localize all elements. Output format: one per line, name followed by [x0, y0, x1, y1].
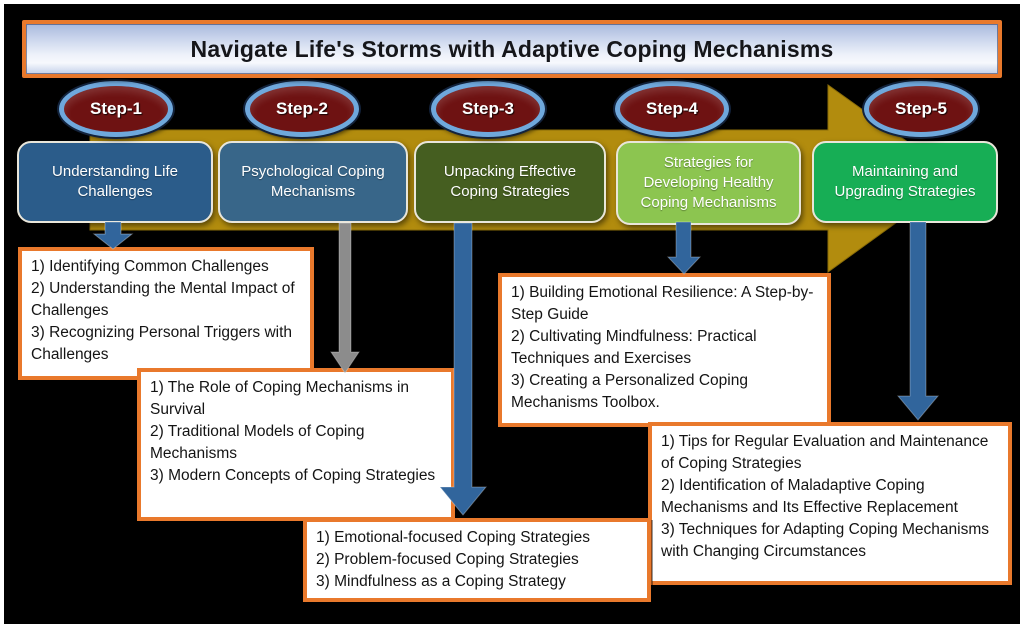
detail-line: 2) Problem-focused Coping Strategies — [316, 551, 579, 568]
detail-line: 1) The Role of Coping Mechanisms in Surv… — [150, 379, 410, 418]
step-box-3: Unpacking Effective Coping Strategies — [414, 141, 606, 223]
title-banner: Navigate Life's Storms with Adaptive Cop… — [22, 20, 1002, 78]
step-box-label: Unpacking Effective Coping Strategies — [443, 163, 577, 200]
detail-line: 2) Understanding the Mental Impact of Ch… — [31, 280, 295, 319]
step-badge-2: Step-2 — [245, 81, 359, 137]
step-box-label: Strategies for Developing Healthy Coping… — [640, 154, 777, 211]
detail-box-1: 1) Identifying Common Challenges 2) Unde… — [18, 247, 314, 380]
detail-line: 1) Tips for Regular Evaluation and Maint… — [661, 433, 989, 472]
detail-line: 3) Recognizing Personal Triggers with Ch… — [31, 324, 293, 363]
step-box-5: Maintaining and Upgrading Strategies — [812, 141, 998, 223]
down-arrow-4-icon — [666, 221, 702, 275]
step-box-label: Understanding Life Challenges — [52, 163, 178, 200]
detail-box-2: 1) The Role of Coping Mechanisms in Surv… — [137, 368, 455, 521]
detail-line: 1) Identifying Common Challenges — [31, 258, 269, 275]
down-arrow-1-icon — [92, 221, 134, 250]
step-badge-label: Step-1 — [90, 99, 142, 118]
detail-line: 1) Building Emotional Resilience: A Step… — [511, 284, 814, 323]
detail-line: 1) Emotional-focused Coping Strategies — [316, 529, 590, 546]
page-title: Navigate Life's Storms with Adaptive Cop… — [190, 35, 834, 62]
step-badge-label: Step-5 — [895, 99, 947, 118]
step-box-label: Maintaining and Upgrading Strategies — [834, 163, 976, 200]
detail-line: 2) Cultivating Mindfulness: Practical Te… — [511, 328, 757, 367]
detail-line: 3) Techniques for Adapting Coping Mechan… — [661, 521, 989, 560]
step-box-2: Psychological Coping Mechanisms — [218, 141, 408, 223]
step-box-4: Strategies for Developing Healthy Coping… — [616, 141, 801, 225]
step-badge-label: Step-4 — [646, 99, 698, 118]
down-arrow-5-icon — [896, 221, 940, 421]
detail-box-3: 1) Emotional-focused Coping Strategies 2… — [303, 518, 651, 602]
detail-line: 2) Traditional Models of Coping Mechanis… — [150, 423, 365, 462]
step-badge-3: Step-3 — [431, 81, 545, 137]
step-badge-1: Step-1 — [59, 81, 173, 137]
step-box-label: Psychological Coping Mechanisms — [241, 163, 385, 200]
step-badge-4: Step-4 — [615, 81, 729, 137]
detail-line: 3) Modern Concepts of Coping Strategies — [150, 467, 436, 484]
step-badge-5: Step-5 — [864, 81, 978, 137]
down-arrow-2-icon — [330, 222, 360, 374]
down-arrow-3-icon — [438, 222, 488, 516]
detail-box-4: 1) Building Emotional Resilience: A Step… — [498, 273, 831, 427]
detail-line: 3) Mindfulness as a Coping Strategy — [316, 573, 566, 590]
detail-box-5: 1) Tips for Regular Evaluation and Maint… — [648, 422, 1012, 585]
step-badge-label: Step-2 — [276, 99, 328, 118]
detail-line: 2) Identification of Maladaptive Coping … — [661, 477, 958, 516]
detail-line: 3) Creating a Personalized Coping Mechan… — [511, 372, 748, 411]
step-badge-label: Step-3 — [462, 99, 514, 118]
